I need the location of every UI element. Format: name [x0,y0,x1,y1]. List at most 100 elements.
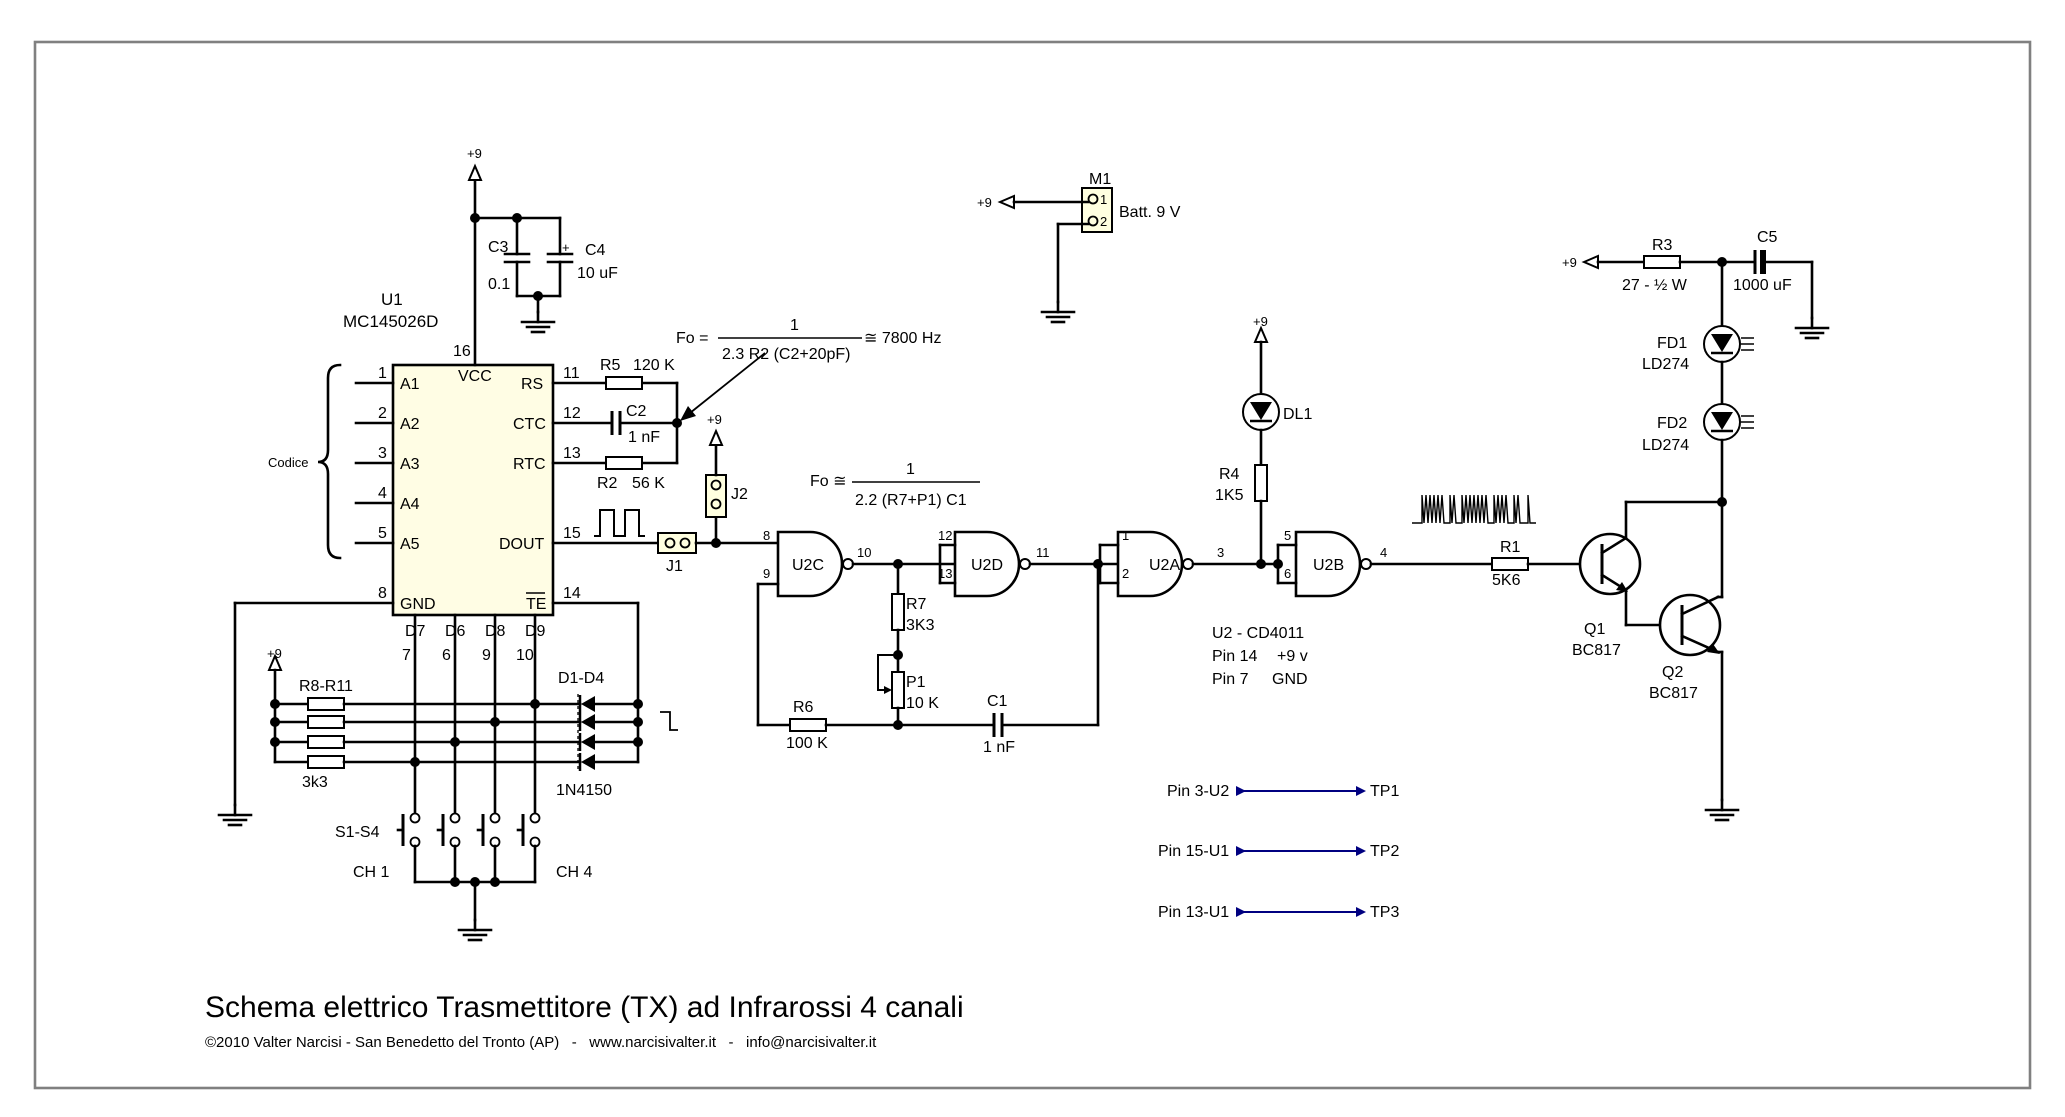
svg-text:7: 7 [402,647,411,664]
svg-text:1 nF: 1 nF [628,429,660,446]
tp2: Pin 15-U1 TP2 [1158,843,1399,860]
svg-text:0.1: 0.1 [488,276,510,293]
svg-text:1: 1 [790,317,799,334]
svg-text:C3: C3 [488,239,509,256]
svg-text:2.3 R2 (C2+20pF): 2.3 R2 (C2+20pF) [722,346,851,363]
svg-text:2: 2 [1122,566,1129,581]
svg-text:+: + [562,240,570,255]
svg-text:U2C: U2C [792,557,824,574]
svg-text:13: 13 [938,566,952,581]
test-points: Pin 3-U2 TP1 Pin 15-U1 TP2 Pin 13-U1 TP3 [1158,783,1399,921]
svg-text:BC817: BC817 [1572,642,1621,659]
svg-text:1: 1 [378,365,387,382]
formula-1: Fo = 1 2.3 R2 (C2+20pF) ≅ 7800 Hz [676,317,941,363]
svg-text:12: 12 [563,405,581,422]
svg-text:Pin 13-U1: Pin 13-U1 [1158,904,1229,921]
svg-text:DL1: DL1 [1283,406,1312,423]
gate-u2a: U2A 1 2 3 [1098,528,1280,598]
switch-s4[interactable] [516,812,541,848]
svg-text:A5: A5 [400,536,420,553]
battery-connector[interactable] [1081,187,1113,233]
svg-text:J1: J1 [666,558,683,575]
svg-text:100 K: 100 K [786,735,828,752]
svg-text:LD274: LD274 [1642,437,1689,454]
svg-text:13: 13 [563,445,581,462]
dout-line: J1 +9 J2 [551,412,780,575]
u1-supply: +9 + C3 0.1 C4 10 uF [467,146,618,367]
svg-text:VCC: VCC [458,368,492,385]
svg-text:1000 uF: 1000 uF [1733,277,1792,294]
svg-text:≅ 7800 Hz: ≅ 7800 Hz [864,330,941,347]
svg-text:5: 5 [378,525,387,542]
svg-text:J2: J2 [731,486,748,503]
svg-text:10: 10 [857,545,871,560]
formula-2: Fo ≅ 1 2.2 (R7+P1) C1 [810,461,980,509]
svg-text:4: 4 [1380,545,1387,560]
key-row-2 [270,711,643,733]
switch-s1[interactable] [396,812,421,848]
gate-u2d: U2D 12 13 11 [938,528,1120,598]
svg-text:C2: C2 [626,403,647,420]
svg-text:+9: +9 [1253,314,1268,329]
svg-text:2: 2 [378,405,387,422]
u2-info: U2 - CD4011 Pin 14 +9 v Pin 7 GND [1212,625,1308,688]
burst-waveform [1412,494,1536,524]
svg-text:10 uF: 10 uF [577,265,618,282]
svg-text:3: 3 [1217,545,1224,560]
svg-text:3k3: 3k3 [302,774,328,791]
svg-text:+9: +9 [1562,255,1577,270]
svg-text:TP3: TP3 [1370,904,1399,921]
svg-text:1: 1 [1122,528,1129,543]
svg-text:+9: +9 [467,146,482,161]
gate-u2b: U2B 5 6 4 [1276,528,1492,598]
svg-text:9: 9 [763,566,770,581]
output-stage: R1 5K6 Q1 BC817 Q2 BC817 [1491,497,1740,822]
svg-text:S1-S4: S1-S4 [335,824,380,841]
switch-s2[interactable] [436,812,461,848]
svg-text:R4: R4 [1219,466,1240,483]
svg-text:TP2: TP2 [1370,843,1399,860]
svg-text:M1: M1 [1089,171,1111,188]
svg-text:GND: GND [400,596,436,613]
page-title: Schema elettrico Trasmettitore (TX) ad I… [205,991,964,1024]
svg-text:6: 6 [442,647,451,664]
gate-u2c: U2C 8 9 10 [756,528,957,598]
svg-text:1 nF: 1 nF [983,739,1015,756]
svg-text:R8-R11: R8-R11 [299,678,353,695]
drawing-frame [33,40,2032,1090]
svg-text:RTC: RTC [513,456,546,473]
copyright: ©2010 Valter Narcisi - San Benedetto del… [205,1034,877,1051]
svg-text:5: 5 [1284,528,1291,543]
svg-text:A3: A3 [400,456,420,473]
svg-text:R6: R6 [793,699,814,716]
svg-text:6: 6 [1284,566,1291,581]
svg-text:1N4150: 1N4150 [556,782,612,799]
svg-text:56 K: 56 K [632,475,665,492]
svg-text:+9: +9 [267,646,282,661]
key-row-1 [270,693,643,715]
u1-chip: U1 MC145026D 1 2 3 4 5 A1 A2 A3 A4 A5 8 … [217,290,581,827]
svg-text:TP1: TP1 [1370,783,1399,800]
svg-text:R5: R5 [600,357,621,374]
svg-text:BC817: BC817 [1649,685,1698,702]
svg-text:11: 11 [1036,545,1050,560]
svg-text:D1-D4: D1-D4 [558,670,604,687]
svg-text:GND: GND [1272,671,1308,688]
svg-text:CH 4: CH 4 [556,864,593,881]
svg-text:120 K: 120 K [633,357,675,374]
svg-text:R3: R3 [1652,237,1673,254]
svg-text:Fo ≅: Fo ≅ [810,473,847,490]
svg-text:C1: C1 [987,693,1008,710]
switch-s3[interactable] [476,812,501,848]
svg-text:U2B: U2B [1313,557,1344,574]
svg-text:3: 3 [378,445,387,462]
tp1: Pin 3-U2 TP1 [1167,783,1399,800]
svg-text:A1: A1 [400,376,420,393]
svg-text:Q1: Q1 [1584,621,1605,638]
tp3: Pin 13-U1 TP3 [1158,904,1399,921]
svg-text:P1: P1 [906,674,926,691]
svg-text:12: 12 [938,528,952,543]
key-row-3 [270,731,643,753]
svg-text:U2A: U2A [1149,557,1180,574]
